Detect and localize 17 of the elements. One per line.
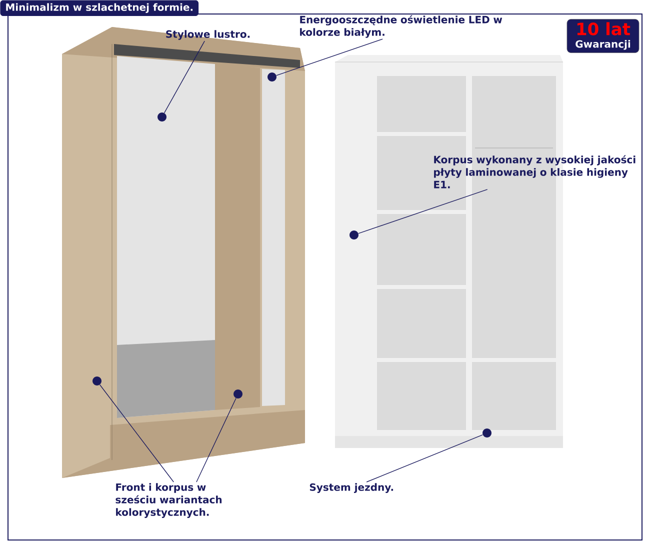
- callout-dot: [92, 376, 102, 386]
- callout-text: Korpus wykonany z wysokiej jakości płyty laminowanej o klasie higieny E1.: [434, 155, 636, 188]
- callout-text: Stylowe lustro.: [166, 30, 250, 40]
- title-banner: Minimalizm w szlachetnej formie.: [0, 0, 199, 16]
- callout-dot: [268, 72, 276, 82]
- callout-dot: [158, 112, 166, 122]
- callout-dot: [350, 230, 358, 240]
- callout-dot: [482, 428, 492, 438]
- leader-line: [366, 434, 483, 482]
- warranty-badge: 10 lat Gwarancji: [566, 19, 640, 53]
- callout-text: Energooszczędne oświetlenie LED w kolorze białym.: [300, 15, 502, 38]
- leader-line: [358, 189, 488, 234]
- leader-line: [100, 384, 174, 482]
- callout-text: Front i korpus w sześciu wariantach kolorystycznych.: [116, 483, 222, 518]
- callout-dot: [234, 390, 242, 398]
- leader-line: [196, 398, 236, 482]
- callout-text: System jezdny.: [310, 483, 394, 493]
